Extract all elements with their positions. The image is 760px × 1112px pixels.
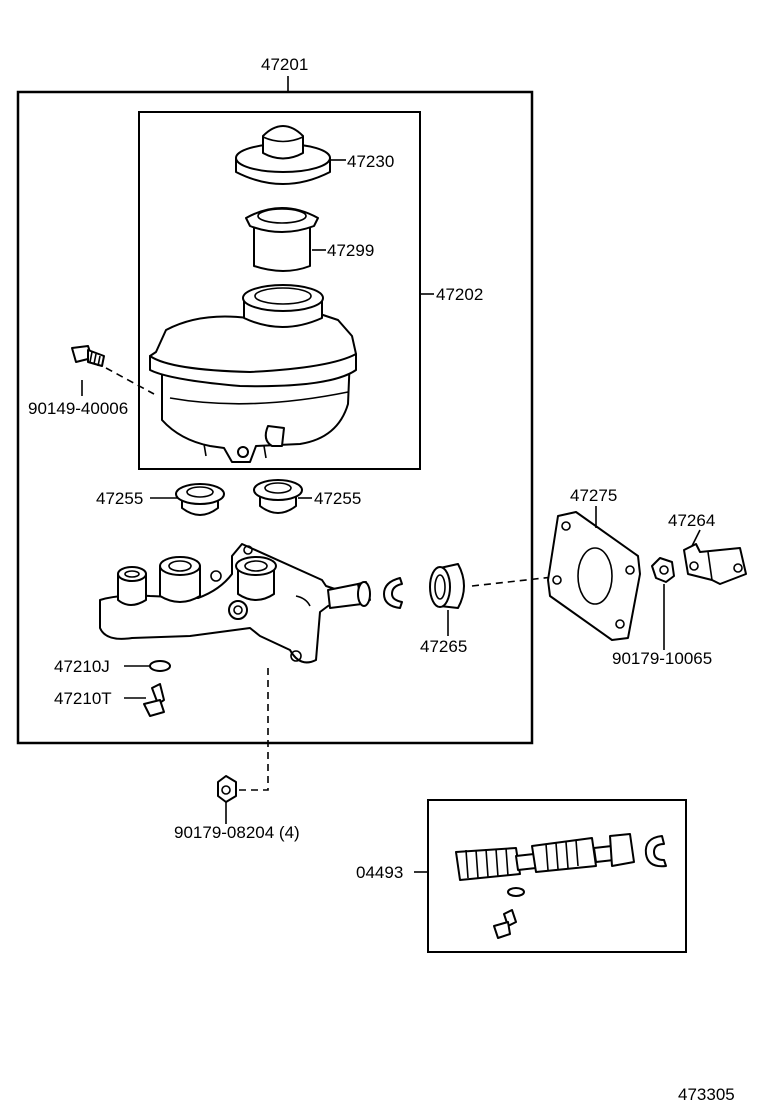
assembly-frame: [16, 90, 534, 745]
reservoir-body[interactable]: [149, 284, 357, 463]
label-seal-washer: 47210J: [54, 657, 110, 676]
snap-ring[interactable]: [383, 577, 403, 609]
label-kit: 04493: [356, 863, 403, 882]
cup-seal[interactable]: [429, 563, 465, 609]
leader-lines: [81, 76, 701, 873]
piston-kit[interactable]: [455, 833, 667, 939]
bolt-leader: [105, 367, 155, 395]
label-bolt: 90149-40006: [28, 399, 128, 418]
label-nut: 90179-10065: [612, 649, 712, 668]
kit-frame: [427, 799, 687, 953]
reservoir-cap[interactable]: [235, 125, 331, 185]
grommet-left[interactable]: [175, 483, 225, 516]
grommet-right[interactable]: [253, 479, 303, 514]
label-reservoir: 47202: [436, 285, 483, 304]
master-cylinder[interactable]: [99, 543, 371, 664]
nut-leader: [238, 668, 269, 791]
seal-washer[interactable]: [149, 660, 171, 672]
label-grommet-left: 47255: [96, 489, 143, 508]
label-bracket: 47264: [668, 511, 715, 530]
strainer[interactable]: [245, 207, 319, 272]
label-cap: 47230: [347, 152, 394, 171]
label-diagram-number: 473305: [678, 1085, 735, 1104]
label-grommet-right: 47255: [314, 489, 361, 508]
union-nut[interactable]: [217, 775, 237, 803]
label-union-nut: 90179-08204 (4): [174, 823, 300, 842]
label-bleeder: 47210T: [54, 689, 112, 708]
label-gasket: 47275: [570, 486, 617, 505]
bolt[interactable]: [71, 345, 105, 367]
reservoir-frame: [138, 111, 421, 470]
gasket[interactable]: [547, 511, 641, 641]
bleeder-plug[interactable]: [143, 683, 165, 717]
bracket-nut[interactable]: [651, 557, 675, 583]
bracket[interactable]: [683, 543, 747, 585]
label-assembly: 47201: [261, 55, 308, 74]
label-strainer: 47299: [327, 241, 374, 260]
label-cup-seal: 47265: [420, 637, 467, 656]
